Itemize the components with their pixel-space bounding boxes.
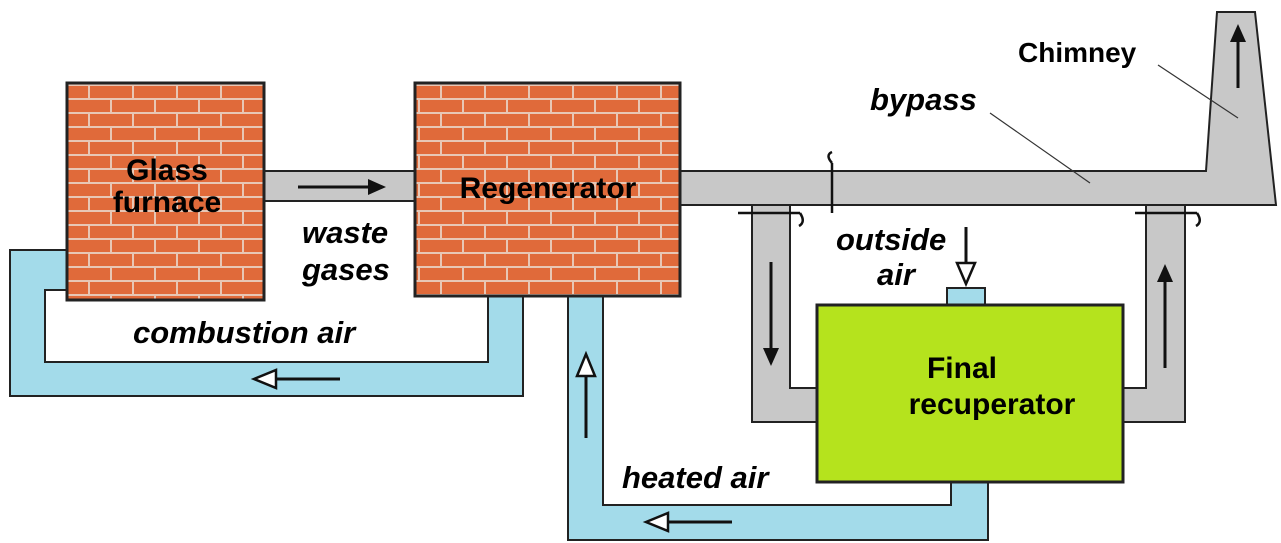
bypass-label: bypass bbox=[870, 82, 977, 117]
waste-gases-label-1: waste bbox=[302, 215, 388, 250]
recuperator-down-arrow bbox=[763, 262, 779, 366]
waste-gases-label-2: gases bbox=[301, 252, 390, 287]
heated-air-arrow-horizontal bbox=[642, 511, 732, 533]
recuperator-inlet-damper bbox=[738, 211, 804, 228]
combustion-air-label: combustion air bbox=[133, 315, 357, 350]
chimney-leader-line bbox=[1157, 64, 1239, 119]
combustion-air-arrow bbox=[250, 368, 340, 390]
outside-air-arrow bbox=[955, 227, 977, 288]
heated-air-arrow-vertical bbox=[575, 350, 597, 438]
final-recuperator-label-1: Final bbox=[927, 352, 997, 385]
outside-air-label-2: air bbox=[877, 257, 917, 292]
regenerator bbox=[413, 81, 682, 298]
final-recuperator-label-2: recuperator bbox=[909, 388, 1076, 421]
glass-furnace bbox=[65, 81, 266, 302]
chimney-label: Chimney bbox=[1018, 37, 1137, 68]
waste-gas-arrow bbox=[298, 179, 386, 195]
glass-furnace-label-2: furnace bbox=[113, 186, 221, 219]
bypass-damper bbox=[827, 150, 834, 213]
chimney-up-arrow bbox=[1230, 24, 1246, 88]
glass-furnace-label-1: Glass bbox=[126, 154, 208, 187]
final-recuperator bbox=[815, 303, 1125, 484]
regenerator-label: Regenerator bbox=[460, 172, 637, 205]
bypass-duct bbox=[679, 11, 1278, 206]
recuperator-up-arrow bbox=[1157, 264, 1173, 368]
bypass-leader-line bbox=[989, 112, 1091, 184]
outside-air-label-1: outside bbox=[836, 222, 946, 257]
heated-air-label: heated air bbox=[622, 460, 770, 495]
recuperator-outlet-damper bbox=[1135, 211, 1201, 228]
